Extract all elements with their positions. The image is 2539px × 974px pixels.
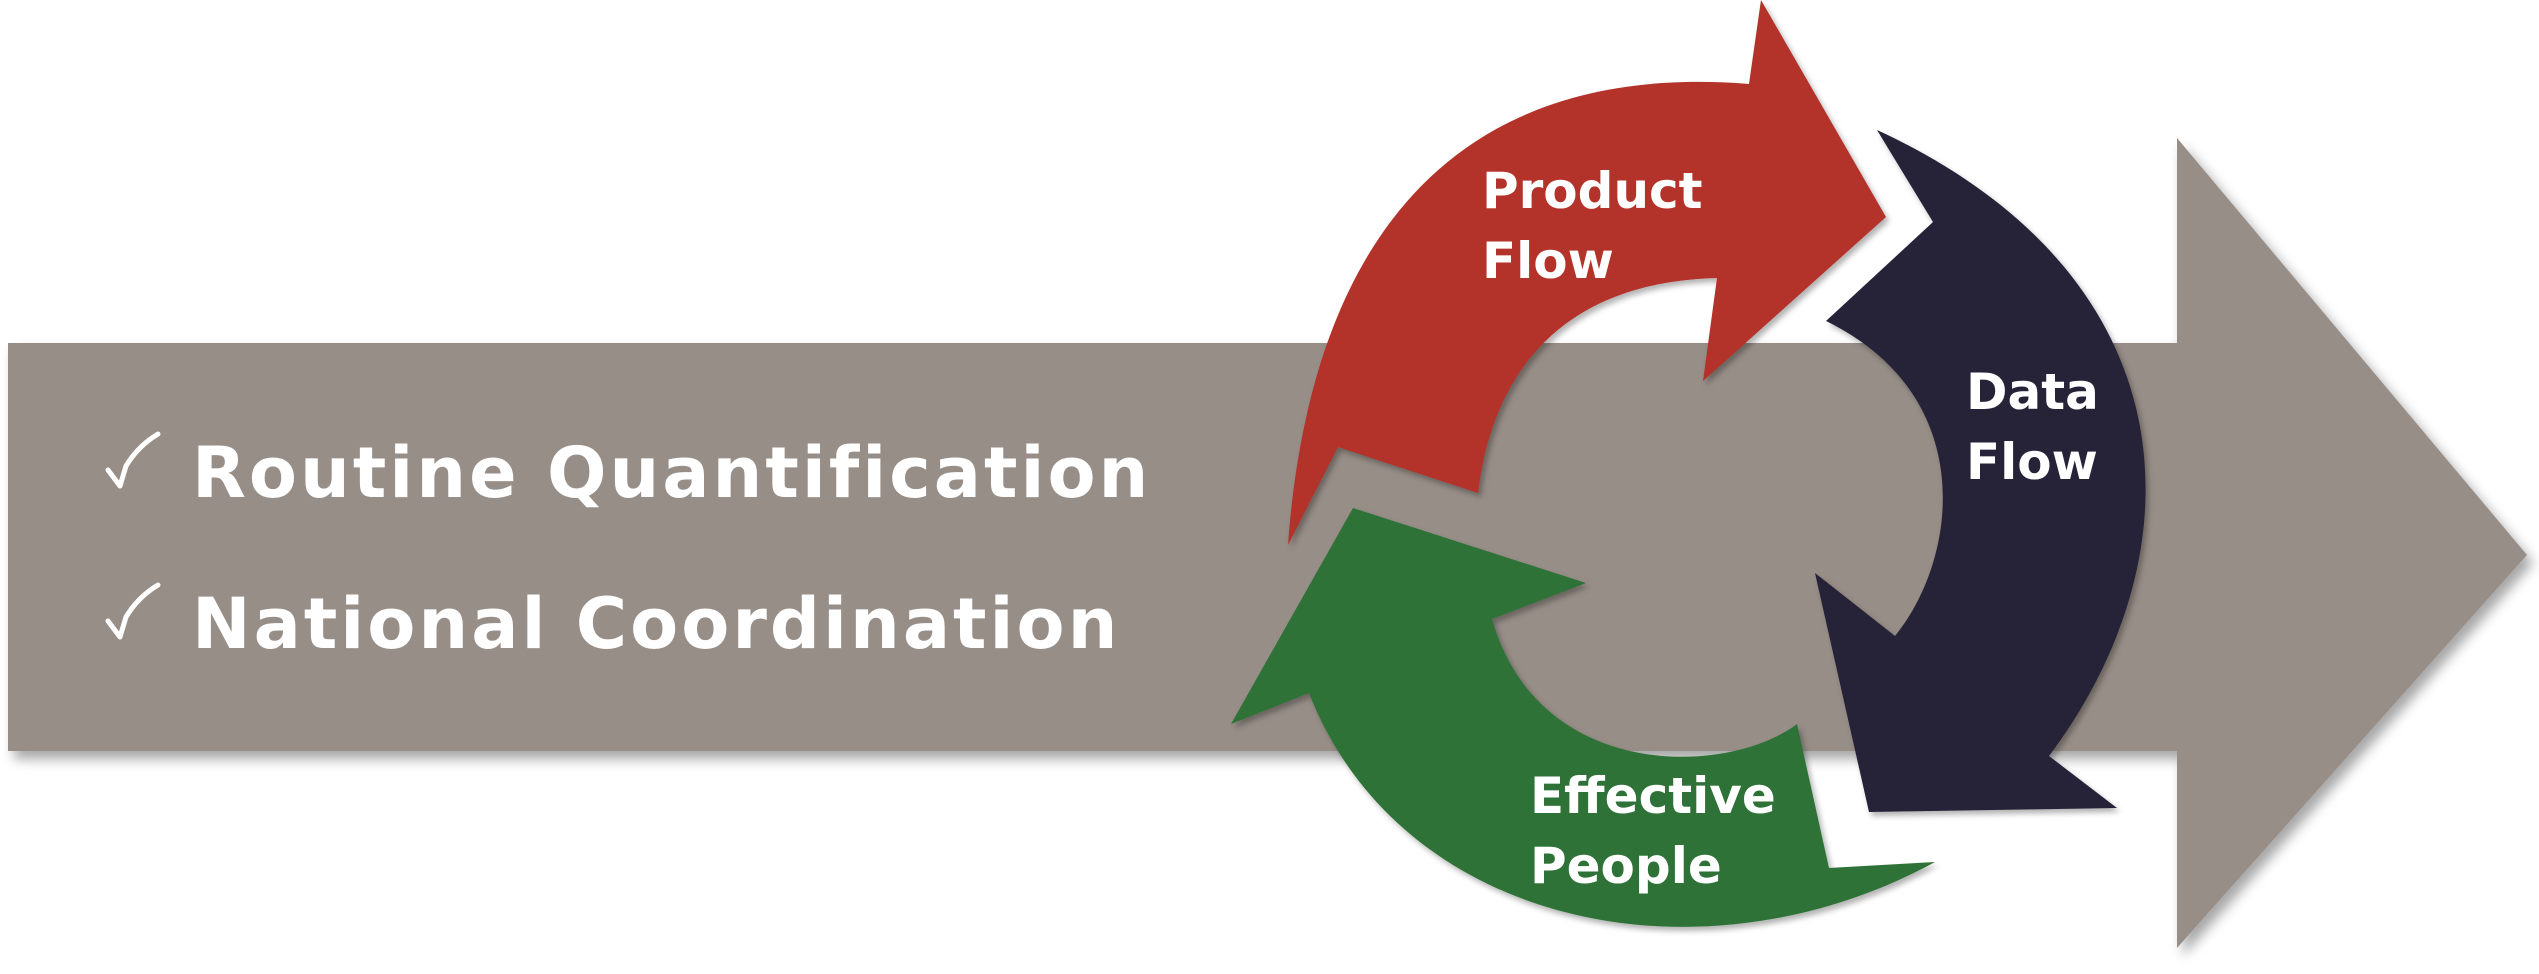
data-flow-label-line2: Flow [1966, 433, 2098, 491]
cycle-arrow-data-flow [1815, 130, 2146, 812]
checkmark-icon [105, 582, 161, 640]
item-national-coordination: National Coordination [192, 583, 1120, 665]
effective-people-label-line2: People [1530, 837, 1722, 895]
effective-people-label-line1: Effective [1530, 767, 1776, 825]
cycle-arrow-effective-people [1231, 508, 1935, 927]
item-routine-quantification: Routine Quantification [192, 432, 1151, 514]
data-flow-label-line1: Data [1966, 363, 2099, 421]
main-arrow [8, 138, 2527, 948]
product-flow-label-line2: Flow [1482, 232, 1614, 290]
cycle-arrow-product-flow [1288, 0, 1886, 545]
product-flow-label-line1: Product [1482, 162, 1703, 220]
checkmark-icon [105, 431, 161, 489]
